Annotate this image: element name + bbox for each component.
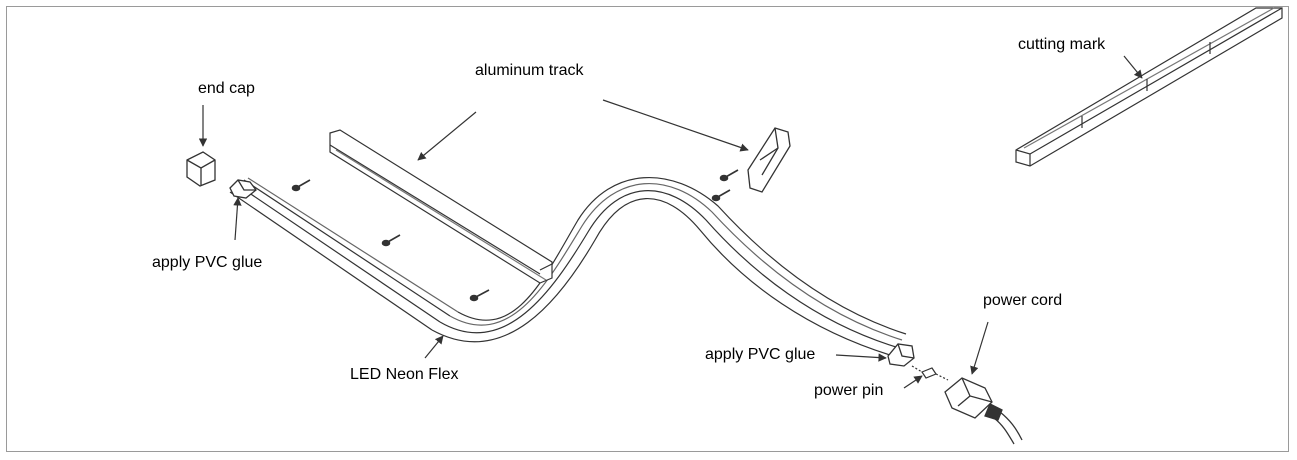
screw-3 xyxy=(469,289,490,302)
screw-5 xyxy=(711,189,731,202)
label-end-cap: end cap xyxy=(198,80,255,97)
label-aluminum-track: aluminum track xyxy=(475,62,584,79)
flex-end-left xyxy=(229,179,257,199)
led-neon-flex-left-segment xyxy=(229,177,459,331)
cutting-mark-strip xyxy=(1015,7,1283,167)
diagram-frame xyxy=(6,6,1289,452)
leader-arrows xyxy=(198,55,1143,389)
screws xyxy=(291,169,739,302)
arrow-power-cord xyxy=(970,321,989,375)
screw-2 xyxy=(381,234,401,247)
arrow-cutting-mark xyxy=(1123,55,1143,79)
arrow-aluminum-track-long xyxy=(417,111,477,161)
label-cutting-mark: cutting mark xyxy=(1018,36,1106,53)
screw-1 xyxy=(291,179,311,192)
power-pin-part xyxy=(911,365,949,381)
arrow-aluminum-track-short xyxy=(602,99,749,152)
flex-end-right xyxy=(887,343,915,367)
end-cap-part xyxy=(186,151,216,187)
label-power-cord: power cord xyxy=(983,292,1063,309)
arrow-led-neon-flex xyxy=(424,335,444,359)
led-neon-flex-curve xyxy=(431,177,907,356)
label-power-pin: power pin xyxy=(814,382,884,399)
label-apply-pvc-glue-left: apply PVC glue xyxy=(152,254,263,271)
screw-4 xyxy=(719,169,739,182)
arrow-apply-pvc-glue-left xyxy=(233,197,242,241)
label-led-neon-flex: LED Neon Flex xyxy=(350,366,459,383)
label-apply-pvc-glue-right: apply PVC glue xyxy=(705,346,816,363)
arrow-apply-pvc-glue-right xyxy=(835,353,887,362)
aluminum-track-long xyxy=(329,129,553,284)
arrow-power-pin xyxy=(903,375,923,389)
aluminum-track-short xyxy=(747,127,791,193)
power-cord-part xyxy=(944,377,1023,445)
